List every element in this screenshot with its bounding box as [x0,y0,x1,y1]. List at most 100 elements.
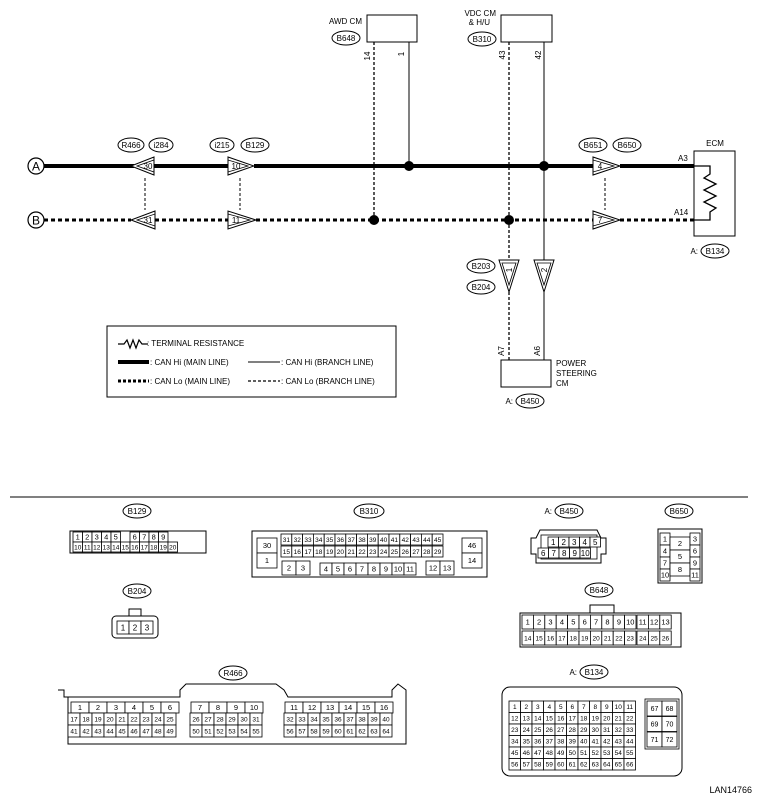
r466-m2-pin: 27 [204,716,212,723]
b310-top-pin: 39 [369,537,377,544]
b134-row-pin: 49 [557,750,565,757]
r466-r2-pin: 32 [286,716,294,723]
b134-side-cell [661,700,678,717]
r466-l1-pin: 6 [168,703,172,712]
b450-row2-cell [579,547,591,559]
b134-row-pin: 50 [569,750,577,757]
r466-r2-pin: 38 [358,716,366,723]
b310-left-small-pin: 3 [301,564,305,573]
b310-top-pin: 44 [423,537,431,544]
r466-r1-pin: 16 [380,703,388,712]
b310-top-pin: 38 [358,537,366,544]
b134-row-pin: 48 [546,750,554,757]
b648-row1-pin: 7 [594,618,598,627]
b134-row-pin: 58 [534,762,542,769]
b134-row-pin: 45 [511,750,519,757]
r466-l3-pin: 47 [142,728,150,735]
b204-pin: 2 [133,623,138,632]
r466-r3-pin: 64 [382,728,390,735]
r466-l2-pin: 25 [166,716,174,723]
r466-m2-pin: 29 [228,716,236,723]
joint4-bottom-label: B204 [472,283,491,292]
b134-side-cell [661,731,678,748]
b129-row2-pin: 19 [160,544,168,551]
b129-row2-pin: 20 [169,544,177,551]
b134-row-pin: 25 [534,727,542,734]
r466-r2-pin: 35 [322,716,330,723]
b450-row2-pin: 10 [581,549,590,558]
b310-bot-pin: 10 [394,565,402,574]
b648-row1-pin: 4 [560,618,564,627]
vdc-cm-connector: B310 [473,35,492,44]
b134-row-pin: 43 [615,739,623,746]
b310-top-pin: 35 [326,537,334,544]
b310-right-big-pin: 14 [468,556,476,565]
r466-m3-pin: 53 [228,728,236,735]
b134-side-pin: 68 [666,706,674,713]
r466-m1-pin: 7 [198,703,202,712]
joint3-pin-hi: 4 [598,162,603,171]
joint-r466-i284: R466 i284 30 31 [117,137,174,230]
b134-row-pin: 7 [582,704,586,711]
b129-row2-pin: 13 [103,544,111,551]
vdc-cm-label-1: VDC CM [464,9,496,18]
r466-m3-pin: 52 [216,728,224,735]
b648-row1-pin: 13 [661,618,669,627]
terminal-a-label: A [32,160,40,174]
b310-bot-pin: 5 [336,565,340,574]
ps-label-2: STEERING [556,369,597,378]
r466-r2-pin: 40 [382,716,390,723]
b134-row-pin: 2 [524,704,528,711]
r466-l2-pin: 23 [142,716,150,723]
ecm-label: ECM [706,139,724,148]
r466-m3-cell [249,724,263,738]
b134-row-pin: 56 [511,762,519,769]
ecm-connector: B134 [706,247,725,256]
b134-row-pin: 12 [511,716,519,723]
r466-r2-pin: 36 [334,716,342,723]
b134-row-pin: 42 [603,739,611,746]
b129-row2-pin: 10 [74,544,82,551]
b648-view-label: B648 [590,586,609,595]
b310-top-pin: 42 [402,537,410,544]
r466-l2-pin: 24 [154,716,162,723]
b134-row-pin: 62 [580,762,588,769]
b650-col3-pin: 6 [693,547,697,556]
r466-m3-pin: 50 [192,728,200,735]
b134-row-pin: 36 [534,739,542,746]
b129-row2-pin: 12 [93,544,101,551]
r466-l1-pin: 1 [78,703,82,712]
legend: : TERMINAL RESISTANCE : CAN Hi (MAIN LIN… [106,325,397,398]
b310-mid-pin: 24 [380,549,388,556]
b310-top-pin: 37 [348,537,356,544]
b450-row1-pin: 4 [583,538,588,547]
b134-row-pin: 33 [626,727,634,734]
r466-l3-pin: 46 [130,728,138,735]
b129-row1-pin: 5 [114,533,118,542]
b134-row-pin: 1 [513,704,517,711]
r466-r3-pin: 61 [346,728,354,735]
b648-row2-cell [659,630,672,646]
b310-left-big-pin: 1 [265,556,269,565]
joint1-pin-hi: 30 [144,162,153,171]
b648-row2-pin: 14 [524,635,532,642]
b134-row-pin: 32 [615,727,623,734]
b134-row-pin: 38 [557,739,565,746]
joint2-right-label: B129 [246,141,265,150]
b310-top-pin: 45 [434,537,442,544]
r466-l3-pin: 49 [166,728,174,735]
r466-r3-pin: 60 [334,728,342,735]
b204-pin: 3 [145,623,150,632]
b648-row2-pin: 22 [615,635,623,642]
b134-row-pin: 26 [546,727,554,734]
legend-terminal-resistance: : TERMINAL RESISTANCE [147,339,244,348]
b450-row1-pin: 3 [572,538,577,547]
b310-top-pin: 41 [391,537,399,544]
r466-l3-pin: 41 [70,728,78,735]
ps-connector-prefix: A: [505,397,513,406]
b134-row-pin: 4 [547,704,551,711]
legend-resistance-icon [118,338,148,350]
b650-col1-pin: 10 [661,571,669,580]
b134-row-pin: 27 [557,727,565,734]
